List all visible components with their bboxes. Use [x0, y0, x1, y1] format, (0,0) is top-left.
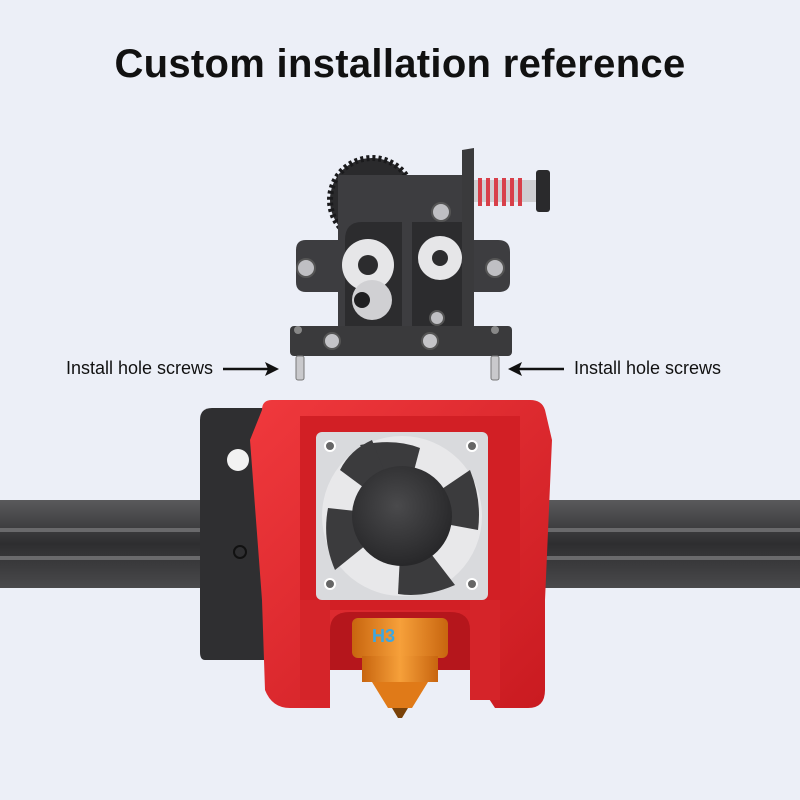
- extruder-assembly: [290, 148, 550, 381]
- mounting-screw-left: [295, 355, 305, 381]
- callout-right: Install hole screws: [508, 358, 721, 379]
- arrow-right-icon: [223, 361, 280, 376]
- callout-left-label: Install hole screws: [66, 358, 214, 378]
- orange-nozzle: H3: [352, 618, 448, 718]
- svg-text:H3: H3: [372, 626, 395, 646]
- mounting-screw-right: [490, 355, 500, 381]
- callout-left: Install hole screws: [66, 358, 280, 379]
- page-title: Custom installation reference: [114, 42, 686, 86]
- callout-right-label: Install hole screws: [574, 358, 722, 378]
- arrow-left-icon: [508, 361, 564, 376]
- cooling-fan: [316, 432, 488, 600]
- tension-spring: [474, 170, 550, 212]
